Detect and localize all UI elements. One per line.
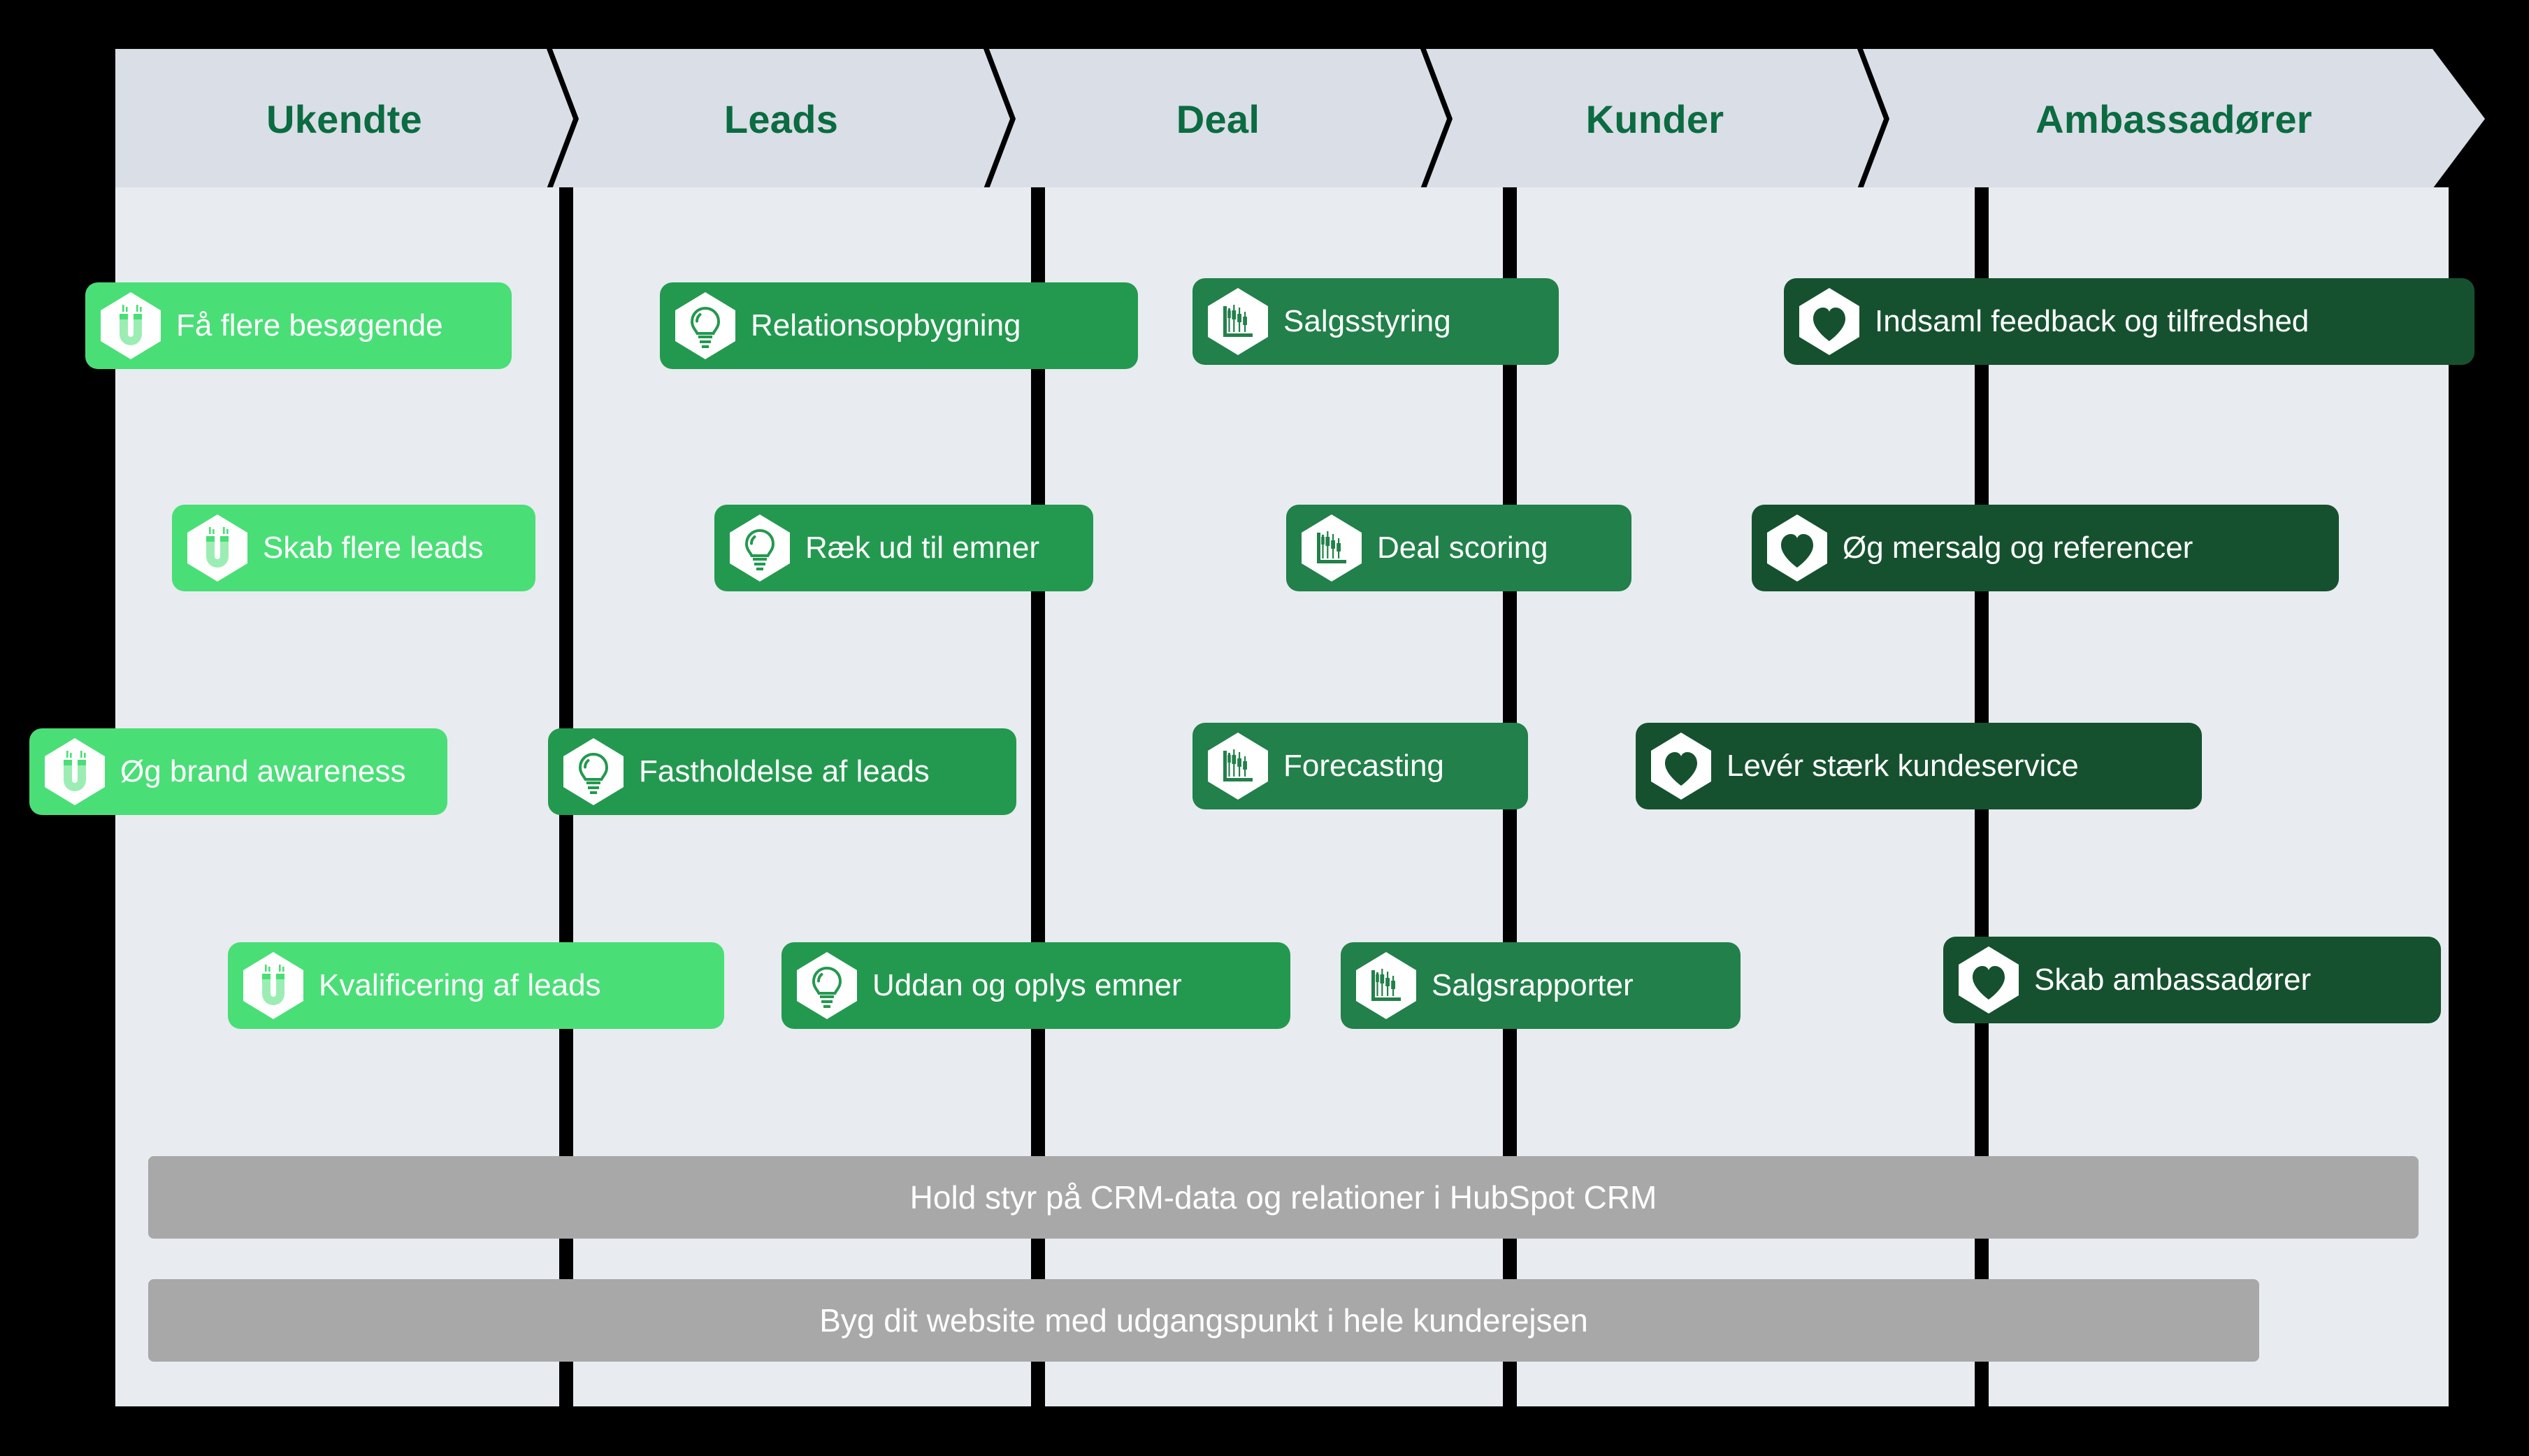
lightbulb-icon (797, 952, 857, 1019)
column-separator (1031, 187, 1045, 1406)
journey-pill-label: Fastholdelse af leads (639, 754, 930, 788)
magnet-icon (101, 292, 161, 359)
journey-pill[interactable]: Salgsrapporter (1341, 942, 1741, 1029)
footer-banner-label: Hold styr på CRM-data og relationer i Hu… (909, 1179, 1657, 1216)
journey-pill-label: Indsaml feedback og tilfredshed (1875, 304, 2310, 338)
journey-pill[interactable]: Indsaml feedback og tilfredshed (1784, 278, 2474, 365)
journey-pill[interactable]: Relationsopbygning (660, 282, 1138, 369)
heart-icon (1651, 733, 1711, 800)
heart-icon (1767, 514, 1827, 582)
journey-pill-label: Øg mersalg og referencer (1843, 531, 2193, 565)
journey-pill[interactable]: Uddan og oplys emner (781, 942, 1290, 1029)
journey-pill[interactable]: Forecasting (1193, 723, 1528, 809)
stage-header-label: Kunder (1585, 96, 1724, 141)
journey-pill[interactable]: Fastholdelse af leads (548, 728, 1016, 815)
journey-pill-label: Levér stærk kundeservice (1727, 749, 2079, 783)
stage-header-label: Deal (1176, 96, 1260, 141)
stage-header-leads[interactable]: Leads (552, 49, 1010, 189)
stage-header-label: Leads (723, 96, 839, 141)
journey-pill[interactable]: Skab ambassadører (1943, 937, 2441, 1023)
journey-pill[interactable]: Få flere besøgende (85, 282, 512, 369)
stage-header-kunder[interactable]: Kunder (1426, 49, 1884, 189)
journey-pill[interactable]: Deal scoring (1286, 505, 1631, 591)
journey-pill-label: Deal scoring (1377, 531, 1548, 565)
journey-pill[interactable]: Kvalificering af leads (228, 942, 724, 1029)
stage-header-label: Ukendte (266, 96, 423, 141)
barchart-icon (1356, 952, 1416, 1019)
stage-header-ukendte[interactable]: Ukendte (115, 49, 573, 189)
heart-icon (1799, 288, 1859, 355)
journey-pill-label: Øg brand awareness (120, 754, 406, 788)
stage-header-label: Ambassadører (2036, 96, 2312, 141)
journey-pill-label: Skab ambassadører (2034, 963, 2312, 997)
lightbulb-icon (675, 292, 735, 359)
heart-icon (1959, 946, 2019, 1014)
barchart-icon (1208, 733, 1268, 800)
stage-header-ambassadorer[interactable]: Ambassadører (1863, 49, 2485, 189)
magnet-icon (243, 952, 303, 1019)
footer-banner-label: Byg dit website med udgangspunkt i hele … (819, 1302, 1588, 1339)
stage-header-deal[interactable]: Deal (989, 49, 1447, 189)
journey-pill-label: Forecasting (1283, 749, 1444, 783)
journey-pill-label: Ræk ud til emner (805, 531, 1040, 565)
journey-pill-label: Uddan og oplys emner (872, 968, 1182, 1002)
lightbulb-icon (730, 514, 790, 582)
journey-pill[interactable]: Ræk ud til emner (714, 505, 1093, 591)
barchart-icon (1302, 514, 1362, 582)
journey-pill-label: Få flere besøgende (176, 308, 443, 343)
journey-pill-label: Skab flere leads (263, 531, 484, 565)
stage-header-band: Ukendte Leads Deal Kunder Ambassadører (115, 49, 2488, 189)
journey-pill[interactable]: Salgsstyring (1193, 278, 1559, 365)
lightbulb-icon (563, 738, 624, 805)
journey-pill[interactable]: Skab flere leads (172, 505, 535, 591)
magnet-icon (187, 514, 247, 582)
journey-pill-label: Salgsrapporter (1432, 968, 1634, 1002)
journey-pill-label: Relationsopbygning (751, 308, 1021, 343)
magnet-icon (45, 738, 105, 805)
journey-pill-label: Kvalificering af leads (319, 968, 601, 1002)
footer-banner[interactable]: Byg dit website med udgangspunkt i hele … (148, 1279, 2259, 1362)
footer-banner[interactable]: Hold styr på CRM-data og relationer i Hu… (148, 1156, 2419, 1239)
journey-pill[interactable]: Levér stærk kundeservice (1636, 723, 2202, 809)
journey-pill-label: Salgsstyring (1283, 304, 1451, 338)
journey-pill[interactable]: Øg mersalg og referencer (1752, 505, 2339, 591)
journey-pill[interactable]: Øg brand awareness (29, 728, 447, 815)
barchart-icon (1208, 288, 1268, 355)
